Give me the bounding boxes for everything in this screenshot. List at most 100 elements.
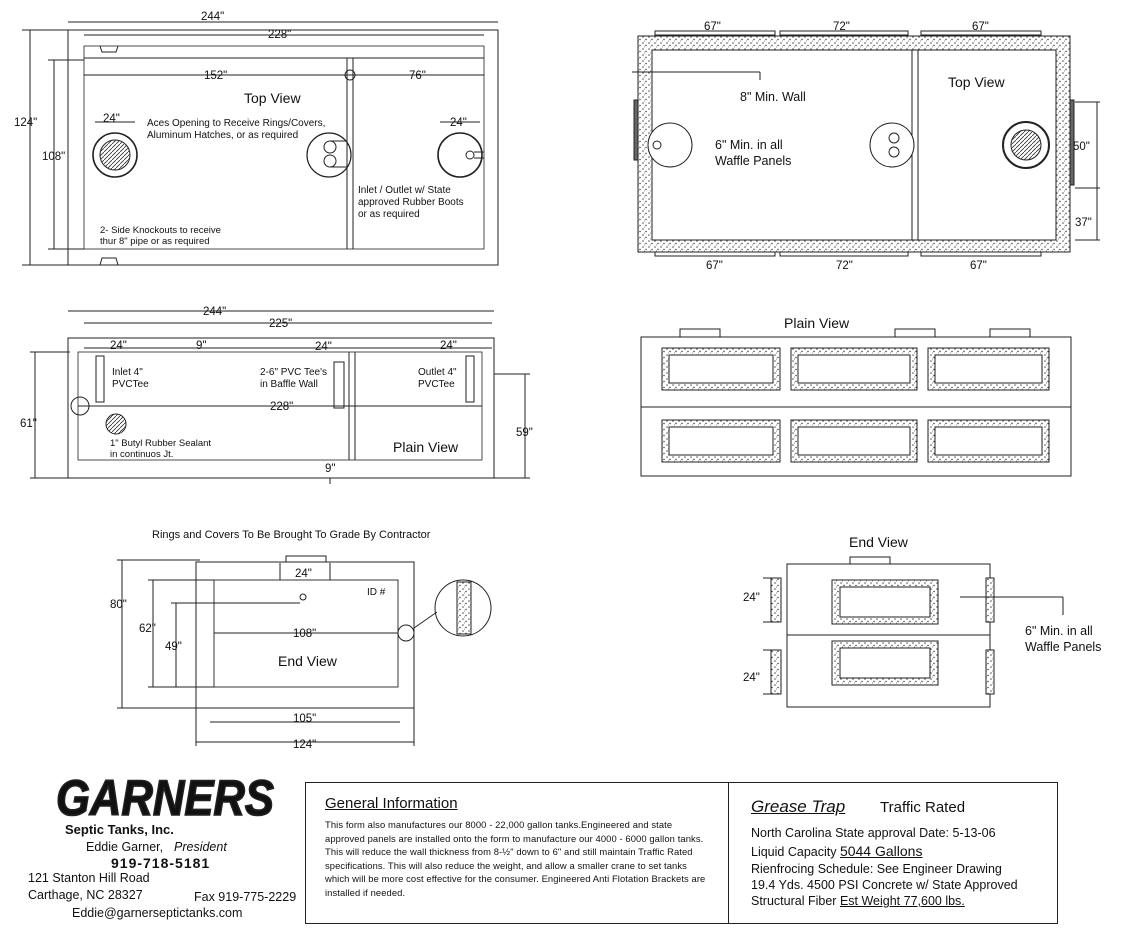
id-label: ID # (367, 587, 386, 598)
dim-105: 105" (293, 713, 316, 725)
dim-62: 62" (139, 623, 156, 635)
contact-name: Eddie Garner, (86, 840, 163, 854)
note-outlet-2: PVCTee (418, 379, 455, 390)
end-view-title-1: End View (278, 653, 338, 669)
dim-72-b: 72" (836, 260, 853, 272)
fiber-line: Structural Fiber Est Weight 77,600 lbs. (751, 894, 965, 908)
dim-67-b: 67" (972, 21, 989, 33)
product-subtitle: Traffic Rated (880, 799, 966, 816)
company-logo: GARNERS Septic Tanks, Inc. Eddie Garner,… (55, 769, 275, 871)
note-inlet-2: approved Rubber Boots (358, 197, 464, 208)
end-view-1 (117, 555, 492, 746)
note-sealant-1: 1" Butyl Rubber Sealant (110, 438, 211, 449)
note-wall: 8" Min. Wall (740, 90, 806, 104)
capacity-label: Liquid Capacity (751, 845, 837, 859)
dim-244: 244" (201, 11, 224, 23)
dim-24-ev2b: 24" (743, 672, 760, 684)
general-info-body: This form also manufactures our 8000 - 2… (325, 819, 706, 898)
concrete-line: 19.4 Yds. 4500 PSI Concrete w/ State App… (751, 878, 1018, 892)
dim-152: 152" (204, 70, 227, 82)
side-view-1-labels: 244" 225" 24" 9" 24" 24" 228" 9" 61" 59"… (20, 306, 533, 475)
note-access-2: Aluminum Hatches, or as required (147, 130, 298, 141)
side-view-2 (640, 328, 1072, 477)
dim-76: 76" (409, 70, 426, 82)
dim-124: 124" (14, 117, 37, 129)
weight-value: Est Weight 77,600 lbs. (839, 894, 965, 908)
note-inlet-tee-2: PVCTee (112, 379, 149, 390)
top-view-1 (22, 21, 499, 266)
dim-67-c: 67" (706, 260, 723, 272)
general-info-title: General Information (325, 795, 458, 812)
dim-67-d: 67" (970, 260, 987, 272)
top-view-title: Top View (244, 90, 301, 106)
dim-50: 50" (1073, 141, 1090, 153)
phone: 919-718-5181 (111, 855, 210, 871)
dim-108: 108" (42, 151, 65, 163)
note-inlet-tee-1: Inlet 4" (112, 367, 143, 378)
dim-228: 228" (268, 29, 291, 41)
info-divider (728, 782, 729, 924)
dim-67-a: 67" (704, 21, 721, 33)
dim-244-side: 244" (203, 306, 226, 318)
address-line-1: 121 Stanton Hill Road (28, 871, 150, 885)
note-waffle-ev2-2: Waffle Panels (1025, 640, 1101, 654)
note-knockouts-2: thur 8" pipe or as required (100, 236, 210, 247)
rings-header: Rings and Covers To Be Brought To Grade … (152, 529, 431, 541)
dim-124-end: 124" (293, 739, 316, 751)
note-outlet-1: Outlet 4" (418, 367, 457, 378)
note-sealant-2: in continuos Jt. (110, 449, 173, 460)
email: Eddie@garnerseptictanks.com (72, 906, 243, 920)
plain-view-title-2: Plain View (784, 315, 850, 331)
approval-line: North Carolina State approval Date: 5-13… (751, 826, 996, 840)
note-baffle-1: 2-6" PVC Tee's (260, 367, 327, 378)
logo-wordmark: GARNERS (56, 770, 274, 826)
note-inlet-1: Inlet / Outlet w/ State (358, 185, 451, 196)
product-title: Grease Trap (751, 797, 846, 816)
dim-72-a: 72" (833, 21, 850, 33)
note-waffle-ev2-1: 6" Min. in all (1025, 624, 1093, 638)
end-view-2 (763, 556, 1064, 708)
note-waffle-1: 6" Min. in all (715, 138, 783, 152)
fiber-label: Structural Fiber (751, 894, 837, 908)
dim-24-end: 24" (295, 568, 312, 580)
fax: Fax 919-775-2229 (194, 890, 297, 904)
plain-view-title-1: Plain View (393, 439, 459, 455)
dim-49: 49" (165, 641, 182, 653)
top-view-2-labels: 67" 72" 67" 67" 72" 67" 50" 37" Top View… (704, 21, 1092, 272)
dim-24-ev2a: 24" (743, 592, 760, 604)
dim-9-bottom: 9" (325, 463, 335, 475)
dim-225: 225" (269, 318, 292, 330)
logo-subtitle: Septic Tanks, Inc. (65, 822, 174, 837)
contact-role: President (174, 840, 227, 854)
dim-59: 59" (516, 427, 533, 439)
dim-61: 61" (20, 418, 37, 430)
dim-228-side: 228" (270, 401, 293, 413)
end-view-title-2: End View (849, 534, 909, 550)
dim-24-s3: 24" (440, 340, 457, 352)
dim-24-left: 24" (103, 113, 120, 125)
info-box (305, 782, 1058, 924)
dim-24-s2: 24" (315, 341, 332, 353)
side-view-1 (30, 310, 530, 484)
note-access-1: Aces Opening to Receive Rings/Covers, (147, 118, 325, 129)
top-view-2-title: Top View (948, 74, 1005, 90)
dim-108-end: 108" (293, 628, 316, 640)
note-inlet-3: or as required (358, 209, 420, 220)
note-waffle-2: Waffle Panels (715, 154, 791, 168)
tank-outline (67, 29, 499, 266)
dim-9-s: 9" (196, 340, 206, 352)
end-view-1-labels: Rings and Covers To Be Brought To Grade … (110, 529, 431, 751)
dim-24-right: 24" (450, 117, 467, 129)
top-view-2 (632, 30, 1100, 257)
reinforcing-line: Rienfrocing Schedule: See Engineer Drawi… (751, 862, 1002, 876)
dim-80: 80" (110, 599, 127, 611)
note-knockouts-1: 2- Side Knockouts to receive (100, 225, 221, 236)
note-baffle-2: in Baffle Wall (260, 379, 318, 390)
address-line-2: Carthage, NC 28327 (28, 888, 143, 902)
capacity-value: 5044 Gallons (839, 843, 923, 859)
dim-24-s1: 24" (110, 340, 127, 352)
top-view-1-labels: 244" 228" 152" 76" 124" 108" 24" 24" Top… (14, 11, 467, 247)
dim-37: 37" (1075, 217, 1092, 229)
end-view-2-labels: End View 24" 24" 6" Min. in all Waffle P… (743, 534, 1101, 684)
